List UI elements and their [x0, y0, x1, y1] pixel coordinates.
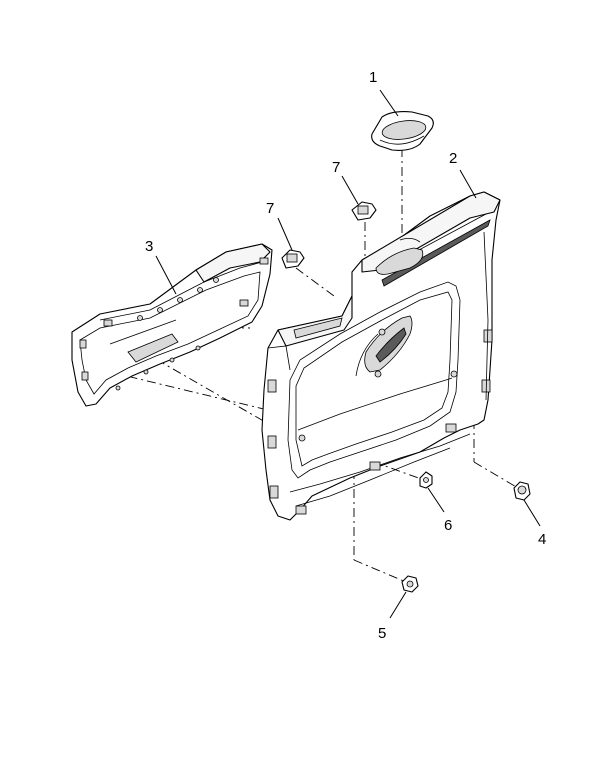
leader-lines: [155, 89, 541, 619]
leader-2: [459, 169, 477, 199]
callout-6: 6: [444, 517, 452, 534]
callout-1: 1: [369, 69, 377, 86]
part-3-armrest-bin: [71, 243, 273, 407]
leader-3: [155, 255, 177, 295]
leader-4: [523, 499, 541, 527]
part-2-door-trim-panel: [261, 191, 501, 521]
part-4-push-pin: [513, 481, 531, 501]
callout-2: 2: [449, 150, 457, 167]
callout-labels: 1 2 3 4 5 6 7 7: [145, 69, 546, 642]
leader-7b: [277, 217, 293, 251]
callout-4: 4: [538, 531, 546, 548]
part-1-handle-bezel: [371, 111, 434, 151]
leader-7a: [341, 175, 359, 205]
leader-5: [389, 591, 407, 619]
part-6-fastener: [419, 471, 433, 489]
callout-7-lower: 7: [266, 200, 274, 217]
part-5-nut: [401, 575, 419, 593]
callout-5: 5: [378, 625, 386, 642]
part-7-retainer-upper: [351, 201, 377, 221]
callout-7-upper: 7: [332, 159, 340, 176]
leader-1: [379, 89, 399, 117]
part-7-retainer-lower: [281, 249, 305, 269]
leader-6: [427, 487, 445, 513]
callout-3: 3: [145, 238, 153, 255]
